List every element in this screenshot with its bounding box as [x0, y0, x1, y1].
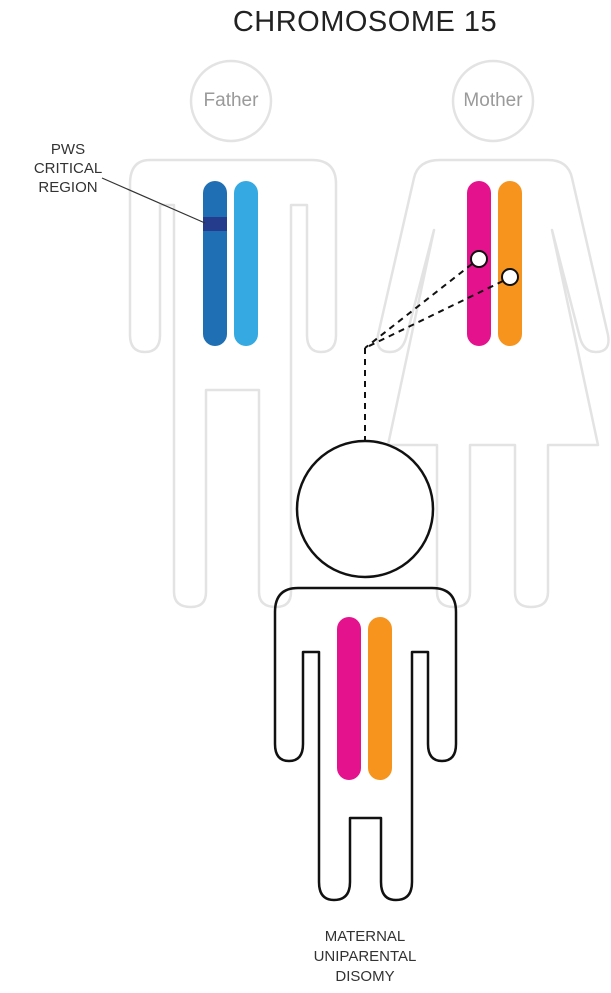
child-chromosome-2	[368, 617, 392, 780]
mother-chromosome-1-marker	[471, 251, 487, 267]
pws-critical-region-label: PWS CRITICAL REGION	[20, 140, 116, 197]
pws-pointer-line	[102, 178, 205, 223]
mother-chromosome-2-marker	[502, 269, 518, 285]
mother-label: Mother	[443, 90, 543, 112]
maternal-uniparental-disomy-label: MATERNAL UNIPARENTAL DISOMY	[270, 927, 460, 987]
pws-critical-region-band	[203, 217, 227, 231]
diagram-title: CHROMOSOME 15	[200, 6, 530, 39]
mother-chromosome-2	[498, 181, 522, 346]
pws-label-line-2: CRITICAL	[20, 159, 116, 178]
father-label: Father	[181, 90, 281, 112]
pws-label-line-1: PWS	[20, 140, 116, 159]
dashed-line-from-chromosome-1	[365, 264, 472, 348]
child-head	[297, 441, 433, 577]
child-label-line-1: MATERNAL	[270, 927, 460, 947]
child-label-line-2: UNIPARENTAL	[270, 947, 460, 967]
father-chromosome-1	[203, 181, 227, 346]
mother-chromosomes	[467, 181, 522, 346]
pws-label-line-3: REGION	[20, 178, 116, 197]
child-body	[275, 588, 456, 900]
child-silhouette	[275, 441, 456, 900]
father-chromosome-2	[234, 181, 258, 346]
child-chromosome-1	[337, 617, 361, 780]
father-chromosomes	[203, 181, 258, 346]
child-chromosomes	[337, 617, 392, 780]
child-label-line-3: DISOMY	[270, 967, 460, 987]
